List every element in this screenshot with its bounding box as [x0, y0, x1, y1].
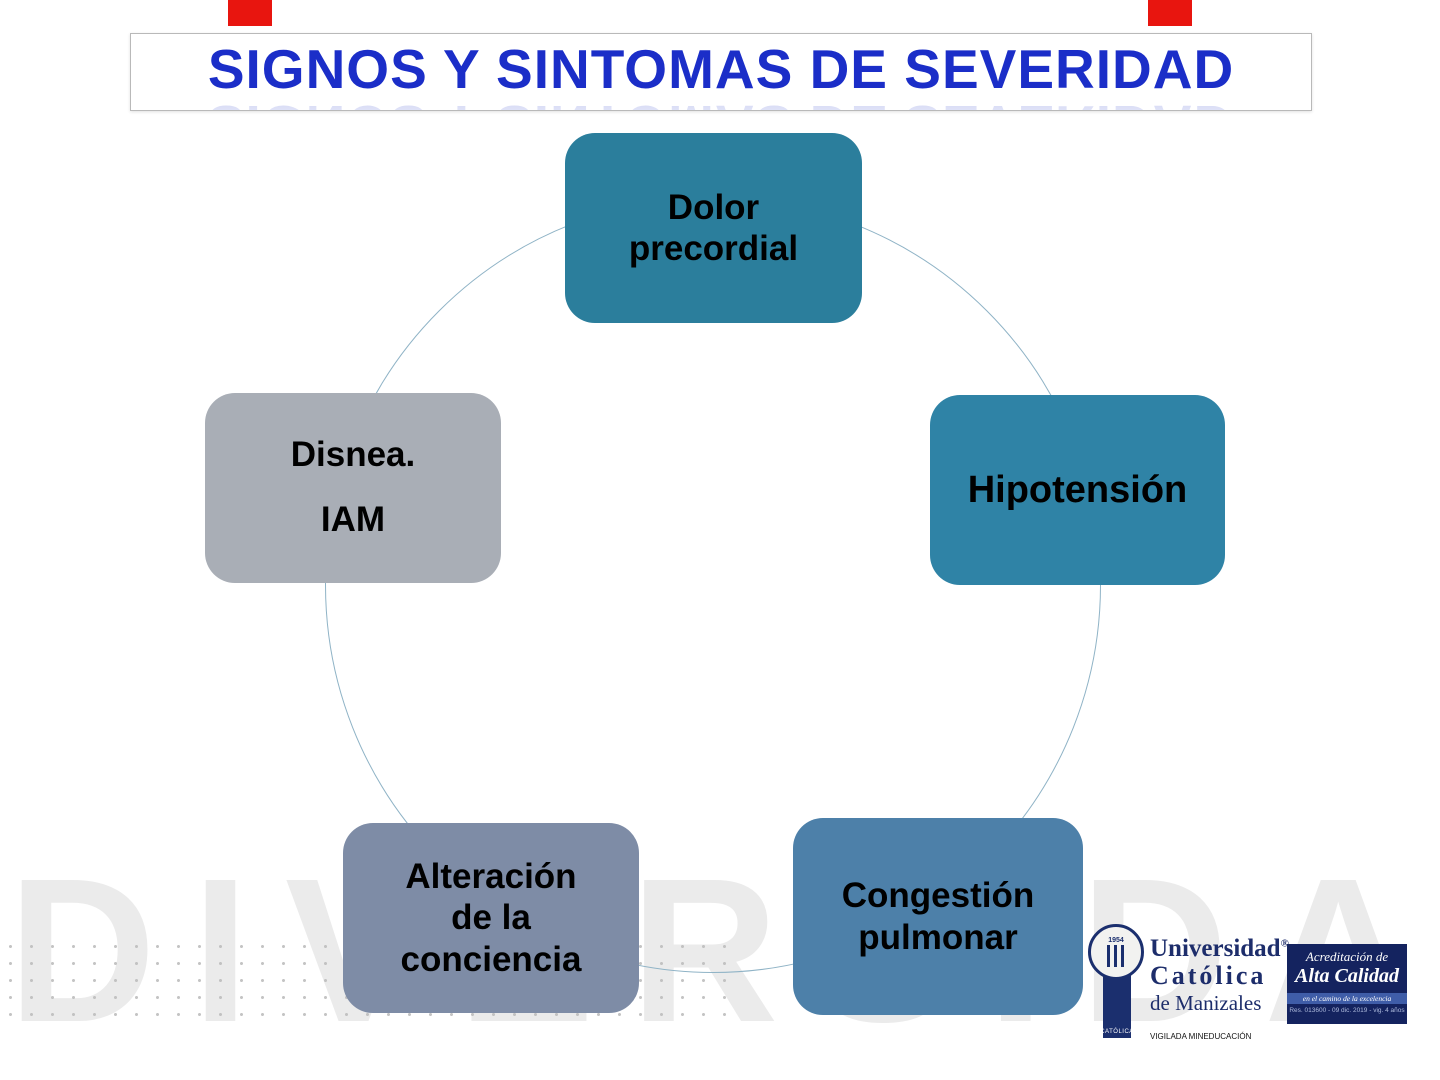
vigilada-caption: VIGILADA MINEDUCACIÓN	[1150, 1032, 1252, 1041]
footer-logos: CATÓLICA 1954 Universidad® Católica de M…	[1080, 920, 1410, 1060]
accreditation-line2: Alta Calidad	[1295, 964, 1399, 987]
accreditation-line3: en el camino de la excelencia	[1287, 992, 1407, 1004]
accreditation-badge: Acreditación de Alta Calidad en el camin…	[1287, 944, 1407, 1024]
node-disnea-iam: Disnea. IAM	[205, 393, 501, 583]
accreditation-line1: Acreditación de	[1305, 949, 1389, 964]
registered-mark: ®	[1280, 937, 1289, 950]
node-congestion-pulmonar: Congestión pulmonar	[793, 818, 1083, 1015]
university-name-line3: de Manizales	[1150, 990, 1262, 1015]
university-name-text: Universidad	[1150, 935, 1281, 962]
title-box: SIGNOS Y SINTOMAS DE SEVERIDAD SIGNOS Y …	[130, 33, 1312, 111]
node-label-hipotension: Hipotensión	[967, 468, 1188, 511]
node-alteracion-conciencia: Alteración de la conciencia	[343, 823, 639, 1013]
node-dolor-precordial: Dolor precordial	[565, 133, 862, 323]
slide-title-reflection: SIGNOS Y SINTOMAS DE SEVERIDAD	[131, 94, 1311, 110]
node-label-dolor-precordial: Dolor precordial	[628, 187, 799, 268]
university-seal-columns-icon	[1107, 945, 1125, 967]
university-seal-icon: 1954	[1088, 924, 1144, 980]
university-seal-year: 1954	[1108, 937, 1124, 944]
node-label-congestion-pulmonar: Congestión pulmonar	[841, 876, 1035, 957]
red-corner-mark-right	[1148, 0, 1192, 26]
university-ribbon-label: CATÓLICA	[1100, 1029, 1134, 1035]
accreditation-line4: Res. 013600 - 09 dic. 2019 - vig. 4 años	[1289, 1006, 1405, 1014]
node-label-alteracion-conciencia: Alteración de la conciencia	[400, 857, 582, 979]
university-wordmark: Universidad® Católica de Manizales	[1150, 935, 1289, 1015]
university-name-line2: Católica	[1150, 961, 1267, 991]
node-hipotension: Hipotensión	[930, 395, 1225, 585]
node-label-disnea-iam: Disnea. IAM	[290, 435, 416, 539]
university-name-line1: Universidad®	[1150, 935, 1289, 962]
slide-title: SIGNOS Y SINTOMAS DE SEVERIDAD	[207, 38, 1235, 100]
red-corner-mark-left	[228, 0, 272, 26]
